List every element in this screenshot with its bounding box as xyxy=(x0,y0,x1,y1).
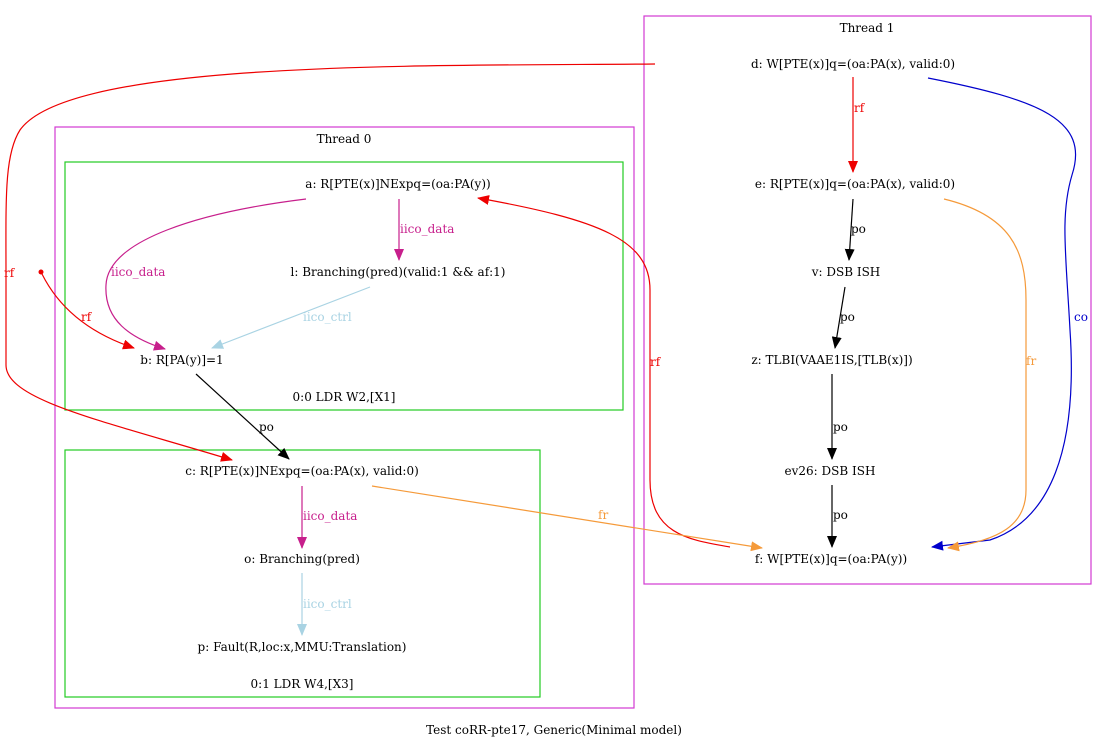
edge-co-d-f xyxy=(927,77,1077,551)
thread-0-box xyxy=(54,126,635,709)
edge-fr-c-f xyxy=(371,485,763,552)
node-b: b: R[PA(y)]=1 xyxy=(140,353,223,367)
edge-iico-ctrl-l-b xyxy=(211,286,371,349)
thread-0-title: Thread 0 xyxy=(317,132,372,146)
instruction-box-1 xyxy=(64,449,541,698)
edge-iico-data-a-b xyxy=(105,198,307,351)
edge-label-po-b-c: po xyxy=(259,420,274,434)
edge-po-e-v xyxy=(844,198,855,261)
edge-label-co-d-f: co xyxy=(1074,310,1088,324)
node-o: o: Branching(pred) xyxy=(244,552,360,566)
edge-rf-init-b xyxy=(41,273,135,350)
node-z: z: TLBI(VAAE1IS,[TLB(x)]) xyxy=(751,353,912,367)
node-d: d: W[PTE(x)]q=(oa:PA(x), valid:0) xyxy=(751,57,955,71)
edge-label-rf-f-a: rf xyxy=(650,355,662,369)
edge-label-iico-ctrl-o-p: iico_ctrl xyxy=(303,597,352,611)
edge-label-fr-c-f: fr xyxy=(598,508,608,522)
edge-label-fr-e-f: fr xyxy=(1026,354,1036,368)
edge-label-iico-data-a-l: iico_data xyxy=(400,222,454,236)
node-a: a: R[PTE(x)]NExpq=(oa:PA(y)) xyxy=(305,177,490,191)
node-l: l: Branching(pred)(valid:1 && af:1) xyxy=(291,265,506,279)
edge-rf-f-a xyxy=(477,195,731,548)
edge-label-rf-init-b: rf xyxy=(81,310,93,324)
node-c: c: R[PTE(x)]NExpq=(oa:PA(x), valid:0) xyxy=(185,464,419,478)
edge-label-iico-data-a-b: iico_data xyxy=(111,265,165,279)
edge-label-po-e-v: po xyxy=(851,222,866,236)
edge-label-iico-data-c-o: iico_data xyxy=(303,509,357,523)
instruction-box-0 xyxy=(64,161,624,411)
edge-label-iico-ctrl-l-b: iico_ctrl xyxy=(303,310,352,324)
instruction-label-1: 0:1 LDR W4,[X3] xyxy=(251,677,354,691)
edge-po-b-c xyxy=(195,373,290,460)
node-f: f: W[PTE(x)]q=(oa:PA(y)) xyxy=(755,552,907,566)
edge-label-po-ev26-f: po xyxy=(833,508,848,522)
edge-label-rf-d-c: rf xyxy=(4,266,16,280)
node-e: e: R[PTE(x)]q=(oa:PA(x), valid:0) xyxy=(755,177,955,191)
edge-label-po-v-z: po xyxy=(840,310,855,324)
diagram-caption: Test coRR-pte17, Generic(Minimal model) xyxy=(426,723,682,737)
node-p: p: Fault(R,loc:x,MMU:Translation) xyxy=(198,640,407,654)
edge-rf-d-c xyxy=(5,63,656,462)
edge-fr-e-f xyxy=(943,198,1027,552)
edge-label-po-z-ev26: po xyxy=(833,420,848,434)
edge-po-v-z xyxy=(831,286,846,349)
node-ev26: ev26: DSB ISH xyxy=(785,464,876,478)
edge-label-rf-d-e: rf xyxy=(854,101,866,115)
thread-1-box xyxy=(643,15,1092,585)
thread-1-title: Thread 1 xyxy=(840,21,895,35)
instruction-label-0: 0:0 LDR W2,[X1] xyxy=(293,390,396,404)
node-v: v: DSB ISH xyxy=(811,265,881,279)
init-write-dot xyxy=(38,269,44,275)
